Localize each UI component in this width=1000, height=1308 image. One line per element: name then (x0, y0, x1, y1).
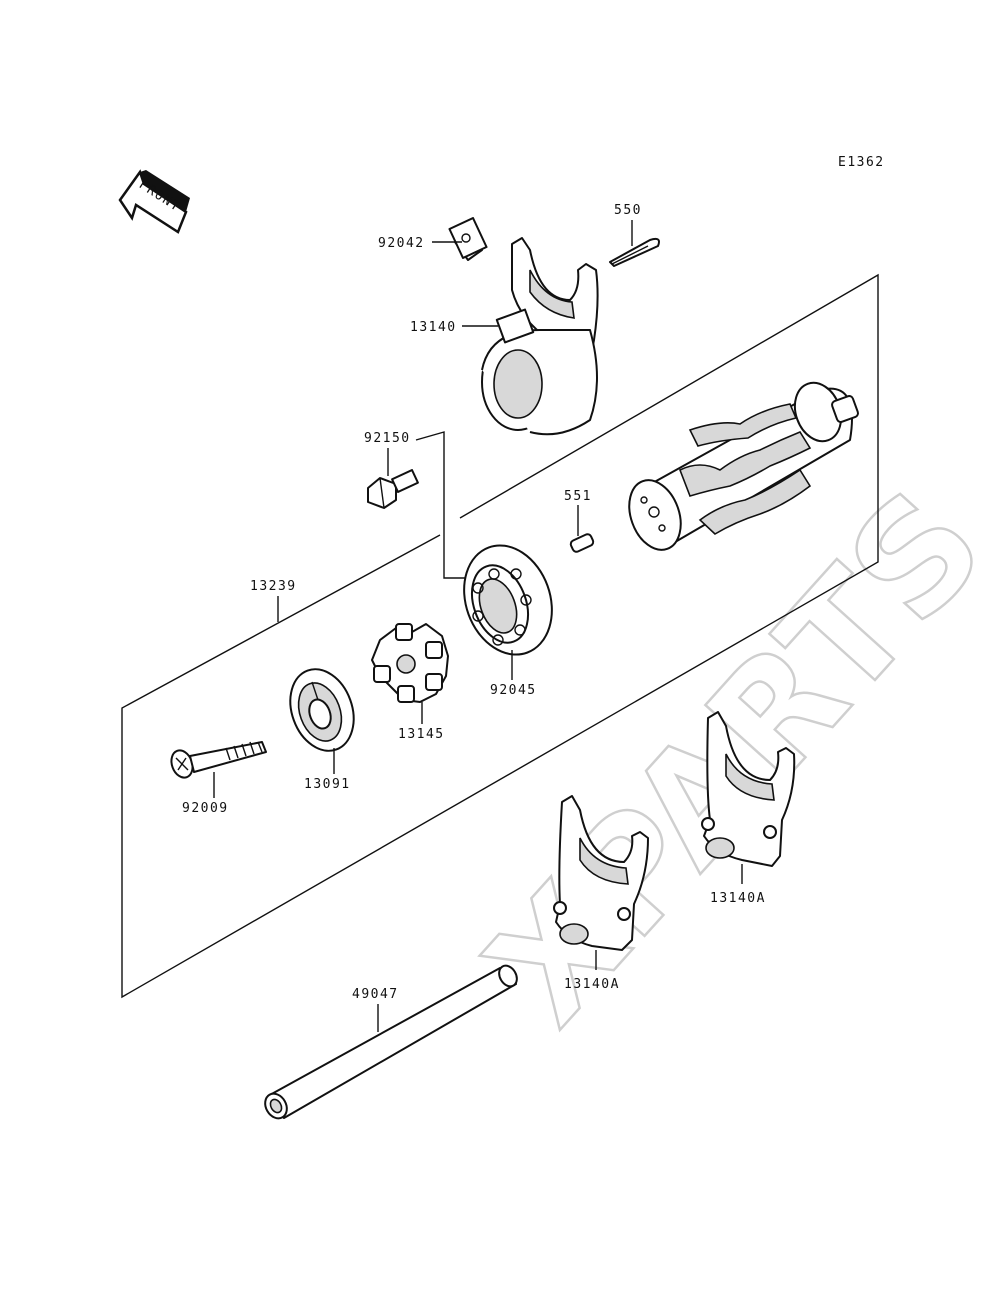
callout-49047: 49047 (352, 987, 399, 1002)
callout-13140: 13140 (410, 320, 457, 335)
part-550-cotter-pin (609, 237, 660, 267)
part-92150-bolt (367, 469, 419, 509)
callout-13140A-left: 13140A (564, 977, 620, 992)
front-arrow-icon: FRONT (118, 169, 190, 234)
callout-551: 551 (564, 489, 592, 504)
callout-92009: 92009 (182, 801, 229, 816)
callout-550: 550 (614, 203, 642, 218)
callout-13091: 13091 (304, 777, 351, 792)
part-13140A-left-fork (553, 795, 649, 951)
part-92009-screw (170, 741, 267, 779)
part-shift-drum (628, 381, 859, 551)
callout-92150: 92150 (364, 431, 411, 446)
callout-13239: 13239 (250, 579, 297, 594)
part-92045-bearing (463, 544, 553, 656)
part-13140A-right-fork (701, 711, 796, 867)
callout-92045: 92045 (490, 683, 537, 698)
diagram-code: E1362 (838, 155, 885, 170)
part-13145-star-plate (371, 623, 449, 703)
assembly-boundary (121, 273, 879, 999)
part-551-pin (569, 533, 595, 553)
part-92042-pin (448, 217, 488, 261)
callout-13140A-right: 13140A (710, 891, 766, 906)
part-13091-disc (289, 668, 355, 752)
part-49047-rod (264, 964, 518, 1120)
callout-92042: 92042 (378, 236, 425, 251)
leader-92150 (415, 431, 470, 579)
callout-13145: 13145 (398, 727, 445, 742)
part-13140-shift-fork (481, 237, 599, 436)
